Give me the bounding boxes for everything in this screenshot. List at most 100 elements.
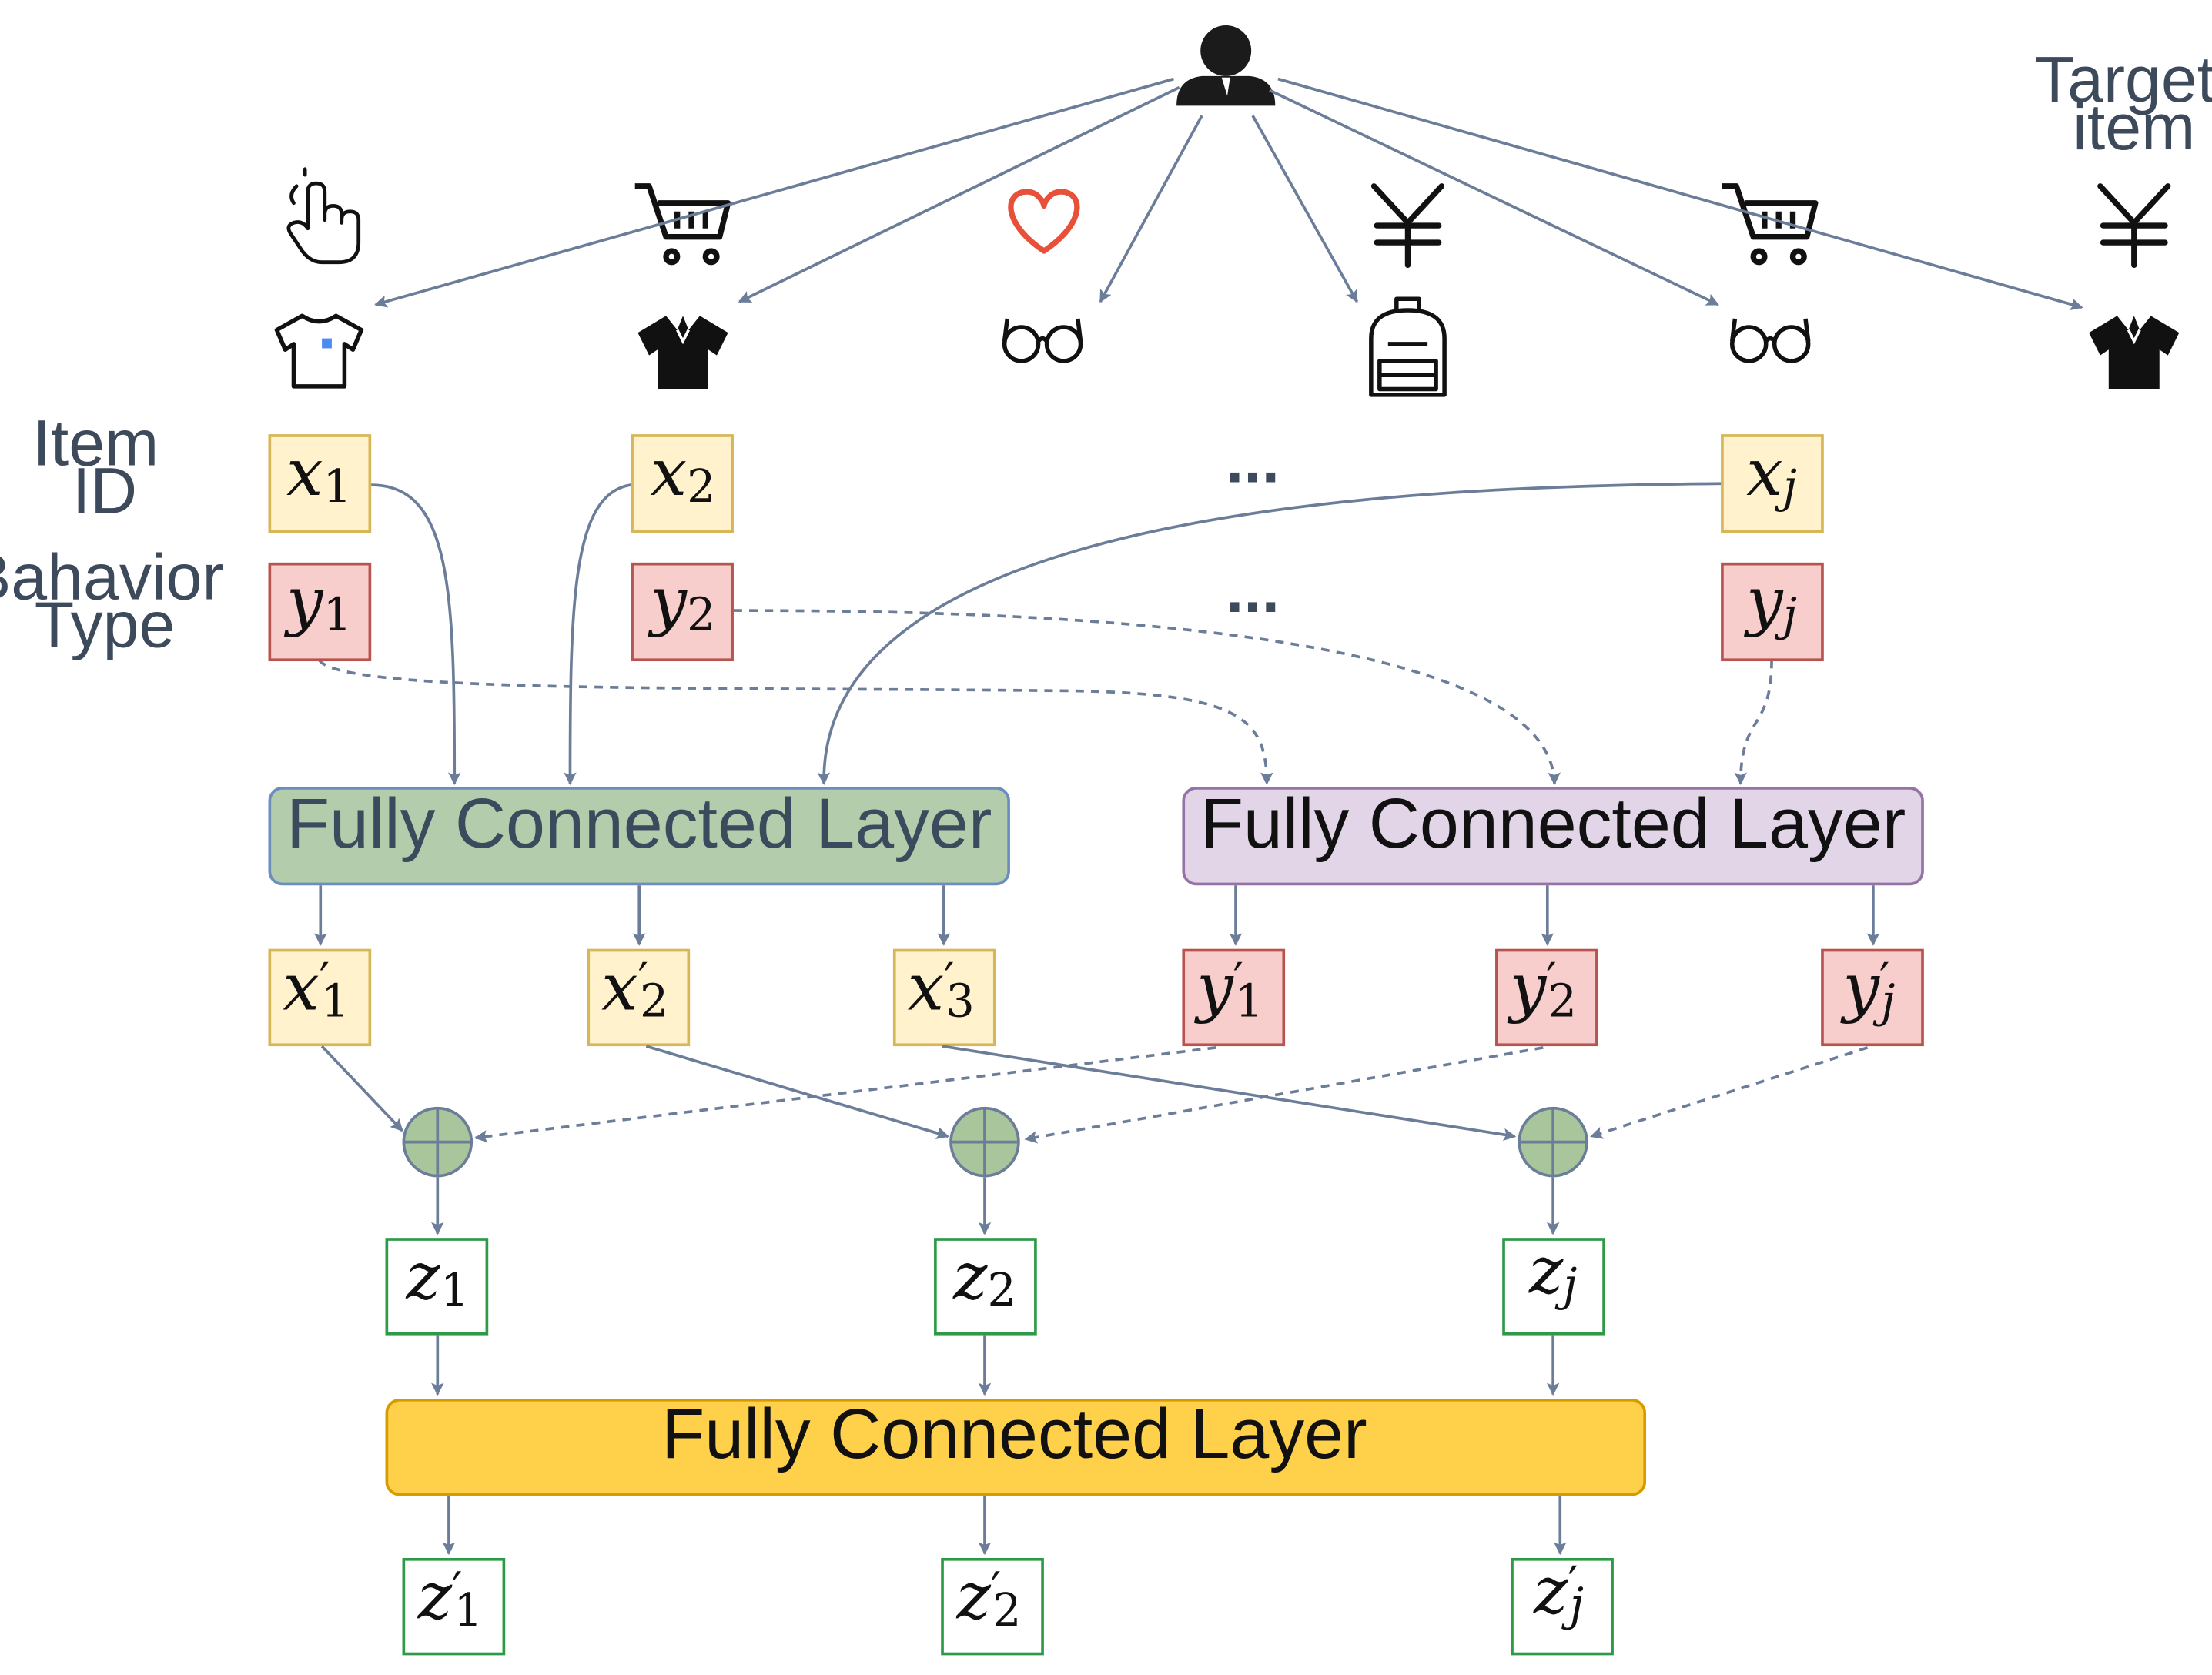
node-x1-base: x (286, 435, 323, 510)
fc-layer-behavior-label: Fully Connected Layer (1200, 784, 1906, 863)
item-id-label-line1: Item (32, 406, 159, 479)
node-y2-prime-base: y (1507, 949, 1548, 1025)
arrow-y2-fc (733, 609, 1561, 786)
node-xj: xj (1721, 434, 1824, 533)
node-y1-prime-base: y (1193, 949, 1234, 1025)
svg-text:y2: y2 (648, 563, 716, 641)
ellipsis-items: ... (1226, 423, 1280, 496)
svg-text:zj: zj (1528, 1233, 1578, 1311)
fc-layer-item-label: Fully Connected Layer (286, 784, 992, 863)
node-z2-prime: z′2 (941, 1557, 1044, 1656)
target-item-label-line1: Target (2035, 43, 2212, 115)
node-x2-prime-sub: 2 (640, 975, 668, 1028)
node-yj-prime: y′j (1821, 948, 1924, 1047)
node-y2-sub: 2 (687, 589, 715, 641)
node-y1-sub: 1 (323, 589, 352, 641)
behavior-type-label: Bahavior Type (0, 540, 242, 660)
node-z1-base: z (405, 1239, 440, 1314)
behavior-type-label-line2: Type (35, 589, 176, 661)
cart-icon (1722, 183, 1819, 266)
svg-text:x1: x1 (286, 435, 352, 513)
z-to-fc-arrows (431, 1335, 1560, 1396)
node-yj-prime-base: y (1839, 949, 1880, 1025)
node-z2-prime-sub: 2 (992, 1584, 1021, 1637)
user-icon (1176, 25, 1276, 106)
node-z1: z1 (385, 1238, 489, 1336)
node-zj-prime: z′j (1511, 1553, 1614, 1656)
svg-text:xj: xj (1746, 435, 1797, 513)
arrow-xj-fc (817, 482, 1722, 786)
arrow-user-item-1 (374, 77, 1174, 308)
svg-text:x2: x2 (651, 435, 716, 513)
node-z2-prime-base: z (955, 1559, 991, 1634)
svg-text:z′j: z′j (1533, 1553, 1584, 1630)
add-operator-j (1518, 1106, 1588, 1178)
node-zj-base: z (1528, 1233, 1564, 1309)
arrow-user-item-4 (1251, 115, 1359, 303)
arrow-user-item-5 (1269, 89, 1719, 306)
svg-text:z′2: z′2 (955, 1559, 1021, 1637)
node-x2-prime-base: x (601, 949, 638, 1025)
node-y1-prime-sub: 1 (1235, 975, 1263, 1028)
node-z1-prime: z′1 (402, 1557, 506, 1656)
node-yj: yj (1721, 562, 1824, 662)
input-nodes: x1 x2 xj y1 y2 yj (268, 434, 1824, 662)
node-y1-prime: y′1 (1182, 948, 1286, 1047)
node-y1: y1 (268, 562, 372, 662)
z-nodes: z1 z2 zj (385, 1233, 1605, 1336)
svg-text:y′2: y′2 (1507, 949, 1577, 1027)
fc-to-zprime-arrows (442, 1496, 1567, 1556)
node-y2: y2 (631, 562, 734, 662)
node-x3-prime: x′3 (892, 948, 996, 1047)
item-id-label: Item ID (32, 406, 176, 527)
combine-arrows-item (320, 1045, 1517, 1142)
backpack-icon (1369, 296, 1447, 397)
node-z1-prime-sub: 1 (453, 1584, 482, 1637)
node-xj-base: x (1746, 435, 1783, 510)
svg-text:z1: z1 (405, 1239, 469, 1316)
node-x2: x2 (631, 434, 734, 533)
node-x1-prime: x′1 (268, 948, 372, 1047)
node-x2-sub: 2 (687, 460, 715, 513)
fc-layer-fusion-label: Fully Connected Layer (661, 1395, 1367, 1473)
polo-shirt-icon (637, 316, 728, 389)
add-operator-2 (949, 1106, 1020, 1178)
node-x2-prime: x′2 (587, 948, 691, 1047)
z-prime-nodes: z′1 z′2 z′j (402, 1553, 1614, 1656)
heart-icon (1008, 189, 1080, 254)
node-x1-sub: 1 (323, 460, 352, 513)
behavior-type-label-line1: Bahavior (0, 540, 224, 613)
node-y2-prime-sub: 2 (1548, 975, 1577, 1028)
tshirt-icon (274, 313, 364, 389)
item-id-label-line2: ID (72, 455, 137, 527)
svg-text:x′2: x′2 (601, 949, 668, 1027)
yen-icon (2097, 183, 2171, 269)
target-item-label-line2: item (2073, 91, 2195, 163)
node-y2-base: y (648, 563, 688, 639)
click-icon (286, 167, 361, 265)
svg-text:y′1: y′1 (1193, 949, 1263, 1027)
prime-nodes: x′1 x′2 x′3 y′1 y′2 y′j (268, 948, 1924, 1047)
arrow-user-item-2 (738, 85, 1180, 303)
fc-layer-behavior: Fully Connected Layer (1182, 784, 1924, 886)
ellipsis-behaviors: ... (1226, 553, 1280, 626)
user-item-arrows (374, 77, 2083, 311)
node-x1-prime-sub: 1 (321, 975, 350, 1028)
node-x1-prime-base: x (283, 949, 320, 1025)
svg-text:yj: yj (1743, 563, 1797, 641)
node-yj-base: y (1743, 563, 1784, 639)
polo-shirt-icon (2089, 316, 2180, 389)
plus-to-z-arrows (431, 1177, 1560, 1235)
glasses-icon (1002, 318, 1083, 363)
arrow-yj-fc (1734, 660, 1773, 786)
yen-icon (1370, 183, 1445, 269)
fc-layer-fusion: Fully Connected Layer (385, 1395, 1647, 1496)
node-z1-sub: 1 (440, 1264, 469, 1316)
node-x3-prime-base: x (908, 949, 945, 1025)
node-z1-prime-base: z (417, 1559, 453, 1634)
svg-text:y′j: y′j (1839, 949, 1895, 1027)
add-operator-1 (402, 1106, 474, 1178)
node-z2-sub: 2 (988, 1264, 1016, 1316)
arrow-user-item-6 (1277, 77, 2083, 311)
